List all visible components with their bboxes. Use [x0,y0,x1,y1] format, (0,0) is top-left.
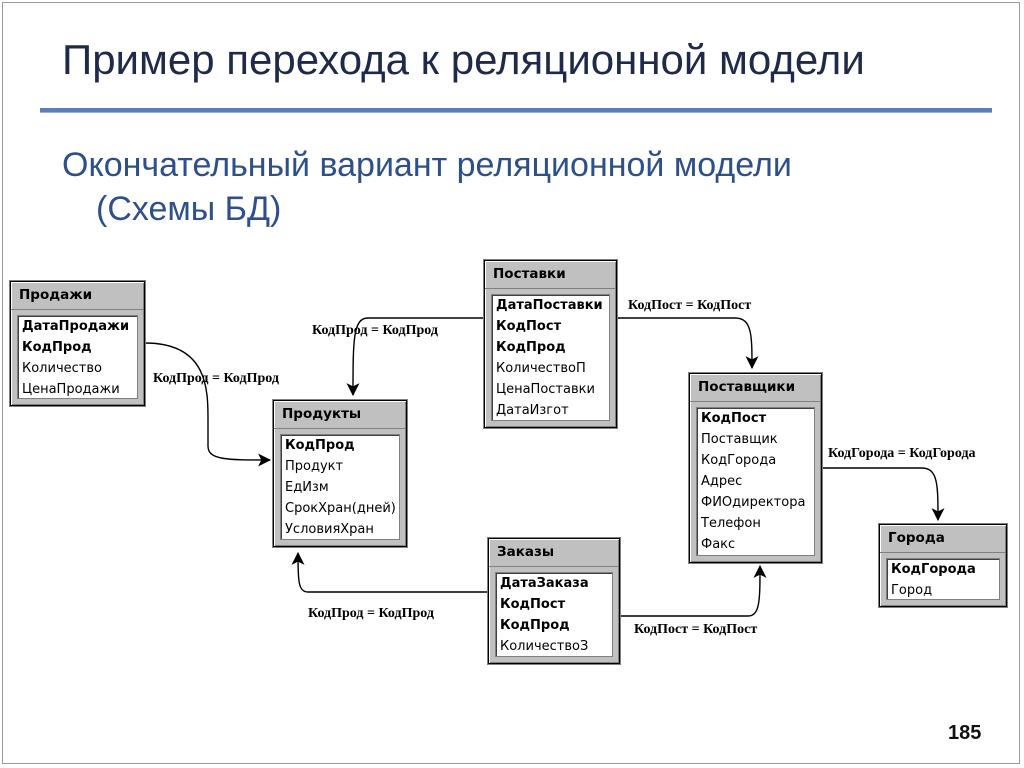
field-delivery-quantity: КоличествоП [496,361,586,376]
table-sales[interactable]: Продажи ДатаПродажи КодПрод Количество Ц… [9,280,146,407]
field-phone: Телефон [701,516,761,531]
page-number: 185 [948,722,982,744]
table-cities[interactable]: Города КодГорода Город [878,523,1008,608]
relation-label-deliveries-products: КодПрод = КодПрод [312,323,438,338]
field-sale-date: ДатаПродажи [22,319,130,334]
subtitle-line-2: (Схемы БД) [96,190,282,228]
table-cities-fields: КодГорода Город [886,558,1000,600]
field-product: Продукт [285,459,344,474]
field-quantity: Количество [22,361,102,376]
table-deliveries[interactable]: Поставки ДатаПоставки КодПост КодПрод Ко… [483,259,618,429]
field-delivery-price: ЦенаПоставки [496,382,595,397]
field-city-code: КодГорода [891,562,976,577]
table-orders[interactable]: Заказы ДатаЗаказа КодПост КодПрод Количе… [487,537,621,665]
relation-label-sales-products: КодПрод = КодПрод [153,371,279,386]
field-city: Город [891,583,933,598]
field-supplier-code: КодПост [701,411,767,426]
field-product-code: КодПрод [285,438,355,453]
title-underline [40,108,992,113]
field-unit: ЕдИзм [285,480,329,495]
field-shelf-life: СрокХран(дней) [285,501,396,516]
field-sale-price: ЦенаПродажи [22,382,120,397]
field-fax: Факс [701,537,736,552]
table-suppliers[interactable]: Поставщики КодПост Поставщик КодГорода А… [688,372,823,564]
slide-subtitle: Окончательный вариант реляционной модели… [62,143,942,231]
table-orders-fields: ДатаЗаказа КодПост КодПрод КоличествоЗ [495,572,613,657]
relation-label-deliveries-suppliers: КодПост = КодПост [628,298,752,313]
field-delivery-date: ДатаПоставки [496,298,603,313]
field-supplier: Поставщик [701,432,778,447]
relation-label-suppliers-cities: КодГорода = КодГорода [828,446,976,461]
subtitle-line-1: Окончательный вариант реляционной модели [62,146,792,184]
field-director-name: ФИОдиректора [701,495,806,510]
table-suppliers-title: Поставщики [690,374,821,402]
table-products[interactable]: Продукты КодПрод Продукт ЕдИзм СрокХран(… [272,399,408,548]
table-cities-title: Города [880,525,1006,553]
table-products-title: Продукты [274,401,406,429]
field-address: Адрес [701,474,743,489]
slide-title: Пример перехода к реляционной модели [62,36,865,83]
field-product-code: КодПрод [496,340,566,355]
table-orders-title: Заказы [489,539,619,567]
field-product-code: КодПрод [500,618,570,633]
field-supplier-code: КодПост [496,319,562,334]
table-suppliers-fields: КодПост Поставщик КодГорода Адрес ФИОдир… [696,407,815,556]
field-order-quantity: КоличествоЗ [500,639,589,654]
field-supplier-code: КодПост [500,597,566,612]
field-storage-conditions: УсловияХран [285,522,374,537]
table-deliveries-title: Поставки [485,261,616,289]
table-deliveries-fields: ДатаПоставки КодПост КодПрод КоличествоП… [491,294,610,421]
relation-label-orders-suppliers: КодПост = КодПост [634,622,758,637]
table-sales-fields: ДатаПродажи КодПрод Количество ЦенаПрода… [17,315,138,399]
table-sales-title: Продажи [11,282,144,310]
field-city-code: КодГорода [701,453,777,468]
field-order-date: ДатаЗаказа [500,576,589,591]
table-products-fields: КодПрод Продукт ЕдИзм СрокХран(дней) Усл… [280,434,400,540]
field-manufacture-date: ДатаИзгот [496,403,569,418]
relation-label-orders-products: КодПрод = КодПрод [308,606,434,621]
field-product-code: КодПрод [22,340,92,355]
